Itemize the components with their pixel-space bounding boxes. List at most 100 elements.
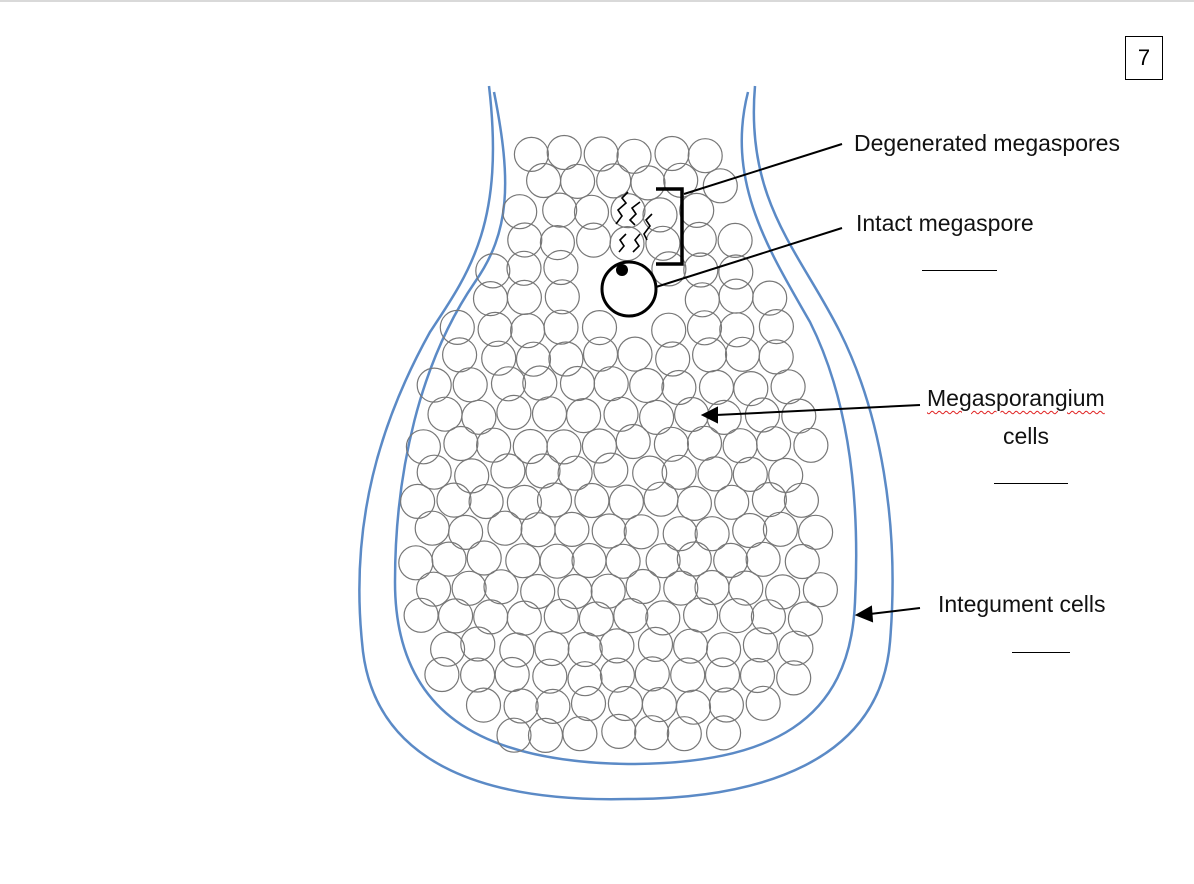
leader-lines [655,143,843,288]
megasporangium-cell [543,598,579,634]
megasporangium-cell [593,366,629,402]
intact-leader-line [655,227,843,288]
megasporangium-cell [732,456,768,492]
megasporangium-cell [718,278,754,314]
label-megasporangium-cells: cells [1003,423,1050,449]
megasporangium-cell [632,455,668,491]
degenerated-megaspore-4 [618,233,627,253]
megasporangium-cell [675,689,712,725]
megasporangium-cell [708,687,745,723]
megasporangium-cell [655,341,691,377]
label-megasporangium: Megasporangium [927,385,1105,411]
megasporangium-cell [784,543,820,580]
integument-inner-wall [393,91,858,766]
megasporangium-cell [630,165,666,201]
megasporangium-cell [443,425,479,462]
megasporangium-cell [496,394,532,430]
label-degenerated-megaspores: Degenerated megaspores [854,130,1120,156]
megasporangium-cell [465,687,502,723]
megasporangium-cell [468,483,504,520]
megasporangium-cell [745,541,781,577]
megasporangium-cell [525,162,562,199]
answer-blank-integument[interactable] [1012,652,1070,653]
megasporangium-cell [609,226,645,262]
megasporangium-cell [476,427,512,463]
megasporangium-cell [787,601,824,637]
megasporangium-cell [532,658,568,694]
megasporangium-cell [506,600,542,636]
megasporangium-cell [719,312,755,348]
megasporangium-cell [543,309,579,345]
label-intact-megaspore: Intact megaspore [856,210,1034,236]
megasporangium-cell [758,339,794,375]
megasporangium-cell [477,311,513,347]
megasporangium-cell [490,366,527,402]
megasporangium-cell [697,456,733,492]
integument-arrowhead [854,605,874,623]
megasporangium-cell [502,194,538,230]
megasporangium-cell [554,511,590,548]
megasporangium-cell [742,627,779,663]
megasporangium-cell [623,514,659,550]
megasporangium-cell [583,136,619,172]
megasporangium-cell [663,570,699,606]
megasporangium-cell [629,367,665,404]
megasporangium-cell [661,369,697,406]
answer-blank-megasporangium[interactable] [994,483,1068,484]
megasporangium-cell [499,632,535,668]
megasporangium-cell [567,631,603,668]
megasporangium-cell [750,599,787,635]
megasporangium-cell [513,136,550,172]
megasporangium-cell [438,598,474,634]
megasporangium-cell [751,482,788,518]
megasporangium-cell [645,543,681,579]
megasporangium-cell [679,192,715,228]
megasporangium-cell [666,716,702,752]
megasporangium-cell [496,717,532,753]
megasporangium-cell [651,251,687,287]
megasporangium-cell [416,454,452,490]
megasporangium-cell [610,193,646,229]
megasporangium-cell [718,254,754,290]
megasporangium-cell [702,168,738,204]
megasporangium-cell [535,688,571,725]
megasporangium-cell [403,597,439,633]
megasporangium-cell [662,516,698,552]
megasporangium-cell [559,163,596,199]
megasporangium-cell [752,280,788,316]
megasporangium-cell [574,482,610,519]
megasporangium-cell [764,574,801,610]
intact-megaspore-nucleus [616,264,628,276]
megasporangium-cell [546,429,582,465]
megasporangium-cell [670,657,706,693]
megasporangium-cell [416,571,452,607]
megasporangium-cell [654,135,690,172]
megasporangium-cell [793,427,829,463]
megasporangium-cell [475,253,511,289]
answer-blank-intact[interactable] [922,270,997,271]
megasporangium-cell [728,570,764,606]
megasporangium-cell [567,661,603,697]
megasporangium-cell [705,632,742,668]
megasporangium-cell [637,626,674,663]
megasporangium-cell [460,626,496,662]
megasporangium-cell [557,455,593,491]
degenerated-megaspores [615,191,653,253]
megasporangium-cell [651,312,687,348]
megasporangium-cell [645,225,681,261]
megasporangium-cell [565,398,602,434]
megasporangium-cell [543,249,579,286]
megasporangium-cell [439,309,475,345]
megasporangium-cell [509,313,546,349]
megasporangium-cell [593,452,629,488]
megasporangium-cell [653,426,690,462]
degenerated-megaspore-5 [632,233,641,253]
megasporangium-cell [448,514,484,551]
megasporangium-cell [536,482,573,518]
megasporangium-cell [691,337,728,373]
megasporangium-cell [398,545,434,581]
megasporangium-cell [527,717,564,754]
megasporangium-cell [762,511,799,547]
megasporangium-cell [733,371,769,407]
